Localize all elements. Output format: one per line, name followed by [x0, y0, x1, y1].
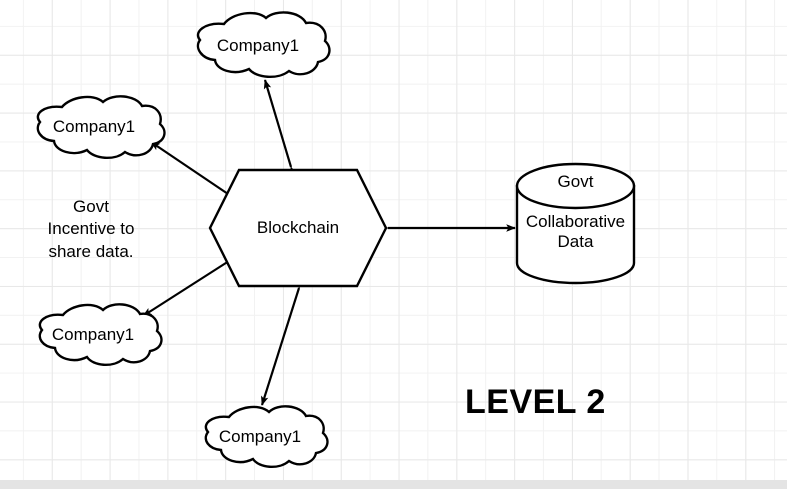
shape-cloud-upper-left[interactable]: [36, 95, 166, 159]
connector-upper-left-cloud: [150, 141, 241, 205]
note-govt-incentive: Govt Incentive to share data.: [47, 197, 135, 261]
shape-cloud-bottom[interactable]: [204, 405, 329, 468]
shape-cloud-lower-left[interactable]: [38, 303, 163, 366]
level-title: LEVEL 2: [465, 383, 606, 421]
shape-cylinder-govt-data[interactable]: [515, 162, 636, 285]
connector-bottom-cloud: [260, 278, 306, 406]
canvas-bottom-band: [0, 480, 787, 489]
shape-hexagon-blockchain[interactable]: [208, 168, 388, 288]
shape-cloud-top[interactable]: [196, 11, 331, 78]
connector-top-cloud: [263, 79, 298, 177]
connector-lower-left-cloud: [142, 253, 239, 317]
